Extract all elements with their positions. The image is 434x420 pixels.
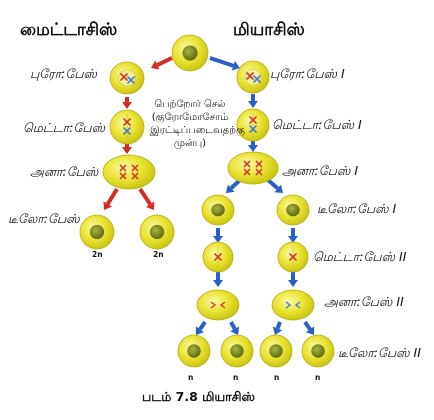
ploidy-label-n-1: n [188, 373, 194, 382]
meiosis-metaphase1-cell [236, 108, 270, 142]
mitosis-prophase-label: புரோ:பேஸ் [30, 66, 97, 81]
meiosis-metaphase1-label: மெட்டா:பேஸ் I [272, 117, 362, 132]
meiosis-anaphase2-cell-right [271, 289, 315, 321]
meiosis-haploid-cell-4 [301, 334, 335, 368]
arrow-meiosis-metaphase1-anaphase1 [248, 141, 258, 152]
meiosis-prophase1-cell [236, 60, 270, 94]
arrow-parent-to-meiosis [209, 56, 240, 71]
meiosis-anaphase2-cell-left [196, 289, 240, 321]
meiosis-anaphase1-label: அனா:பேஸ் I [282, 163, 359, 178]
ploidy-label-2n-right: 2n [153, 250, 164, 259]
meiosis-heading: மியாசிஸ் [233, 20, 305, 40]
meiosis-telophase2-label: டீலோ:பேஸ் II [338, 345, 421, 360]
arrow-meiosis-left-metaphase2-anaphase2 [213, 272, 223, 287]
meiosis-haploid-cell-2 [220, 334, 254, 368]
parent-cell [171, 34, 209, 72]
meiosis-metaphase2-label: மெட்டா:பேஸ் II [313, 249, 407, 264]
arrow-meiosis-left-telophase1-metaphase2 [213, 228, 223, 243]
arrow-meiosis-right-metaphase2-anaphase2 [288, 272, 298, 287]
arrow-meiosis-prophase1-metaphase1 [248, 94, 258, 108]
mitosis-daughter-cell-right [139, 214, 175, 250]
mitosis-metaphase-label: மெட்டா:பேஸ் [23, 120, 106, 135]
figure-caption: படம் 7.8 மியாசிஸ் [142, 389, 255, 404]
parent-cell-note: பெற்றோர் செல் (குரோமோசோம் இரட்டிப்படைவதற… [150, 99, 245, 149]
meiosis-haploid-cell-1 [177, 334, 211, 368]
ploidy-label-n-3: n [274, 373, 280, 382]
meiosis-anaphase1-cell [227, 151, 279, 185]
ploidy-label-2n-left: 2n [92, 250, 103, 259]
arrow-meiosis-anaphase1-left [226, 178, 242, 193]
ploidy-label-n-2: n [233, 373, 239, 382]
mitosis-telophase-label: டீலோ:பேஸ் [8, 211, 80, 226]
meiosis-haploid-cell-3 [259, 334, 293, 368]
arrow-meiosis-anaphase2-n1 [195, 320, 207, 335]
mitosis-daughter-cell-left [79, 214, 115, 250]
meiosis-anaphase2-label: அனா:பேஸ் II [324, 294, 404, 309]
meiosis-telophase1-cell-left [201, 194, 235, 226]
mitosis-anaphase-label: அனா:பேஸ் [30, 164, 99, 179]
arrow-meiosis-anaphase2-n3 [272, 321, 283, 335]
mitosis-heading: மைட்டாசிஸ் [20, 20, 118, 40]
ploidy-label-n-4: n [315, 373, 321, 382]
mitosis-metaphase-cell [109, 109, 145, 145]
meiosis-metaphase2-cell-right [277, 241, 309, 273]
mitosis-anaphase-cell [102, 154, 156, 190]
arrow-mitosis-prophase-metaphase [122, 97, 132, 109]
meiosis-telophase1-label: டீலோ:பேஸ் I [317, 201, 397, 216]
arrow-meiosis-anaphase2-n2 [229, 321, 240, 335]
arrow-mitosis-metaphase-anaphase [122, 144, 132, 154]
meiosis-metaphase2-cell-left [202, 241, 234, 273]
arrow-meiosis-right-telophase1-metaphase2 [288, 228, 298, 243]
arrow-meiosis-anaphase1-right [266, 178, 283, 193]
arrow-parent-to-mitosis [151, 56, 173, 70]
meiosis-prophase1-label: புரோ:பேஸ் I [270, 66, 345, 81]
arrow-mitosis-anaphase-right [138, 187, 155, 210]
arrow-meiosis-anaphase2-n4 [303, 320, 315, 335]
mitosis-prophase-cell [109, 61, 145, 95]
meiosis-telophase1-cell-right [276, 194, 310, 226]
arrow-mitosis-anaphase-left [103, 187, 119, 210]
